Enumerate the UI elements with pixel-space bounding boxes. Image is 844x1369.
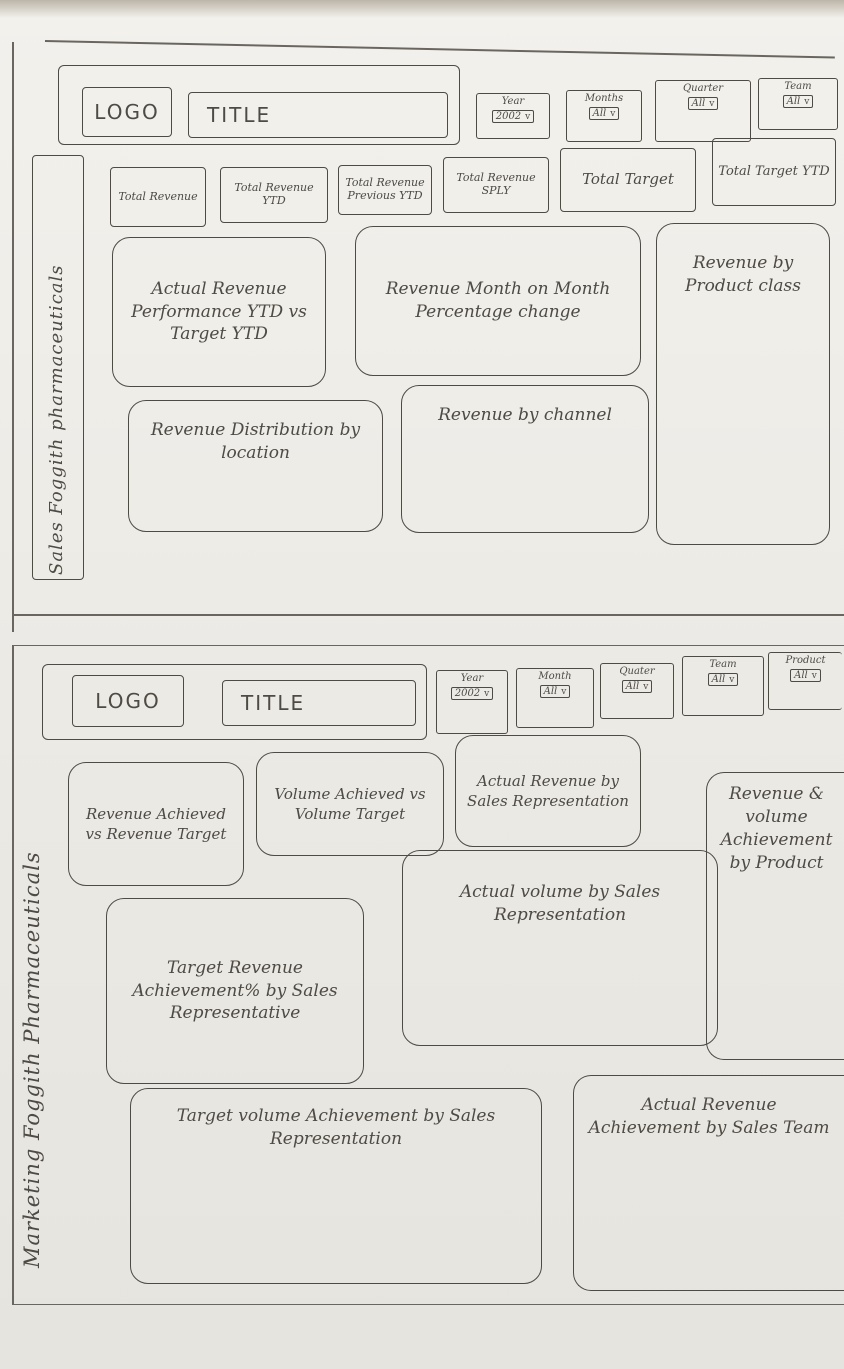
filter-value: All: [625, 681, 640, 692]
kpi-total-revenue-ytd: Total Revenue YTD: [220, 167, 328, 223]
filter-label: Team: [709, 659, 737, 670]
page1-logo: LOGO: [82, 87, 172, 137]
chevron-down-icon: v: [525, 111, 531, 122]
panel-revenue-volume-by-product: Revenue & volume Achievement by Product: [706, 772, 844, 1060]
filter-label: Month: [538, 671, 572, 682]
page2-title: TITLE: [222, 680, 416, 726]
panel-revenue-by-product-class: Revenue by Product class: [656, 223, 830, 545]
page2-bottom-rule: [12, 1304, 844, 1306]
kpi-total-target-ytd: Total Target YTD: [712, 138, 836, 206]
chevron-down-icon: v: [709, 98, 715, 109]
filter-value: All: [691, 98, 706, 109]
chevron-down-icon: v: [561, 686, 567, 697]
page-divider: [12, 614, 844, 616]
chevron-down-icon: v: [643, 681, 649, 692]
page1-header-frame: [58, 65, 460, 145]
page1-side-label-frame: [32, 155, 84, 580]
page1-title: TITLE: [188, 92, 448, 138]
panel-revenue-by-location: Revenue Distribution by location: [128, 400, 383, 532]
page2-left-rule: [12, 645, 14, 1305]
panel-actual-revenue-by-rep: Actual Revenue by Sales Representation: [455, 735, 641, 847]
kpi-total-revenue-sply: Total Revenue SPLY: [443, 157, 549, 213]
filter-value: All: [592, 108, 607, 119]
page2-top-rule: [12, 645, 844, 647]
page2-side-label: Marketing Foggith Pharmaceuticals: [20, 851, 44, 1268]
chevron-down-icon: v: [484, 688, 490, 699]
panel-actual-volume-by-rep: Actual volume by Sales Representation: [402, 850, 718, 1046]
filter-value: All: [786, 96, 801, 107]
paper-edge-shadow: [0, 0, 844, 18]
filter-value: 2002: [454, 688, 481, 699]
panel-target-volume-by-rep: Target volume Achievement by Sales Repre…: [130, 1088, 542, 1284]
panel-revenue-mom-change: Revenue Month on Month Percentage change: [355, 226, 641, 376]
panel-revenue-by-channel: Revenue by channel: [401, 385, 649, 533]
filter-label: Quater: [619, 666, 655, 677]
page2-logo: LOGO: [72, 675, 184, 727]
kpi-total-revenue: Total Revenue: [110, 167, 206, 227]
filter-label: Year: [460, 673, 484, 684]
panel-actual-vs-target-ytd: Actual Revenue Performance YTD vs Target…: [112, 237, 326, 387]
panel-actual-revenue-by-team: Actual Revenue Achievement by Sales Team: [573, 1075, 844, 1291]
kpi-total-target: Total Target: [560, 148, 696, 212]
kpi-total-revenue-previous-ytd: Total Revenue Previous YTD: [338, 165, 432, 215]
filter-label: Quarter: [682, 83, 724, 94]
filter-label: Months: [584, 93, 624, 104]
page1-left-rule: [12, 42, 14, 632]
chevron-down-icon: v: [804, 96, 810, 107]
filter-label: Year: [501, 96, 525, 107]
filter-label: Product: [785, 655, 826, 666]
chevron-down-icon: v: [811, 670, 817, 681]
chevron-down-icon: v: [729, 674, 735, 685]
filter-label: Team: [784, 81, 812, 92]
panel-revenue-vs-target: Revenue Achieved vs Revenue Target: [68, 762, 244, 886]
page2-header-frame: [42, 664, 427, 740]
filter-value: 2002: [495, 111, 522, 122]
page1-side-label: Sales Foggith pharmaceuticals: [46, 264, 67, 576]
filter-value: All: [794, 670, 808, 681]
chevron-down-icon: v: [610, 108, 616, 119]
filter-value: All: [543, 686, 558, 697]
panel-volume-vs-target: Volume Achieved vs Volume Target: [256, 752, 444, 856]
filter-value: All: [711, 674, 726, 685]
panel-target-revenue-pct-by-rep: Target Revenue Achievement% by Sales Rep…: [106, 898, 364, 1084]
